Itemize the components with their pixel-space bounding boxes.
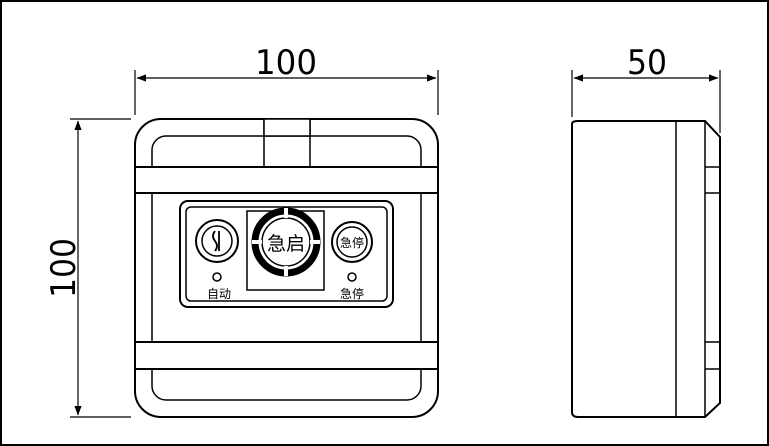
emergency-stop-outer [331,221,373,263]
top-band [134,166,439,194]
control-panel-inner [185,206,388,302]
emergency-stop-button-label: 急停 [340,235,364,250]
depth-dimension-value: 50 [627,43,667,83]
side-body-outline [571,120,721,418]
width-dimension-value: 100 [255,43,317,83]
key-icon [212,230,220,252]
control-panel-outer [179,200,394,308]
emergency-stop-inner [336,226,368,258]
auto-indicator-led [212,272,222,282]
bottom-band [134,341,439,370]
height-dimension [70,118,131,418]
depth-dimension [571,70,721,133]
emergency-start-label: 急启 [267,233,305,255]
key-switch-inner [201,225,233,257]
top-notch-cap [263,118,311,137]
side-view [571,120,721,418]
front-view [134,118,439,418]
emergency-stop-label: 急停 [340,286,364,301]
auto-label: 自动 [207,287,231,301]
width-dimension [134,70,439,115]
key-switch-outer [195,219,239,263]
emergency-start-ring-gaps [252,208,320,276]
height-dimension-value: 100 [44,238,84,298]
stop-indicator-led [347,272,357,282]
